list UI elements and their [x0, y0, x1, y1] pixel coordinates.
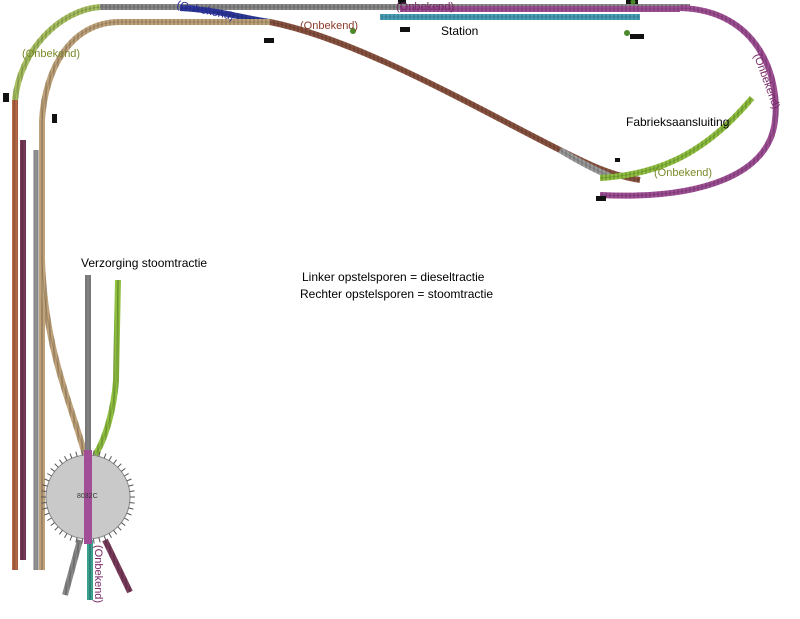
turntable-tick — [58, 459, 63, 464]
turntable-tick — [64, 533, 68, 538]
track-ties — [102, 538, 133, 594]
turntable-tick — [69, 535, 73, 541]
turntable-tick — [92, 538, 95, 544]
label-unknown-factory: (Onbekend) — [654, 167, 713, 179]
turntable-tick — [126, 478, 132, 482]
turntable-tick — [129, 501, 135, 504]
marker-block — [596, 196, 606, 201]
track-ties — [62, 539, 83, 596]
track-ties — [39, 19, 270, 121]
turntable-tick — [129, 490, 135, 493]
track-factory-siding — [599, 96, 755, 181]
signal-icon — [630, 0, 636, 5]
turntable-tick — [124, 473, 129, 477]
track-rail-center — [599, 7, 777, 197]
turntable-tick — [128, 484, 134, 487]
turntable-tick — [41, 501, 47, 504]
turntable-tick — [58, 530, 63, 535]
turntable-tick — [113, 459, 118, 464]
turntable-tick — [92, 450, 95, 456]
label-factory-siding: Fabrieksaansluiting — [626, 115, 730, 129]
turntable-tick — [42, 507, 48, 510]
turntable-tick — [50, 467, 55, 472]
note-line-1: Linker opstelsporen = dieseltractie — [302, 270, 485, 284]
marker-block — [3, 93, 9, 102]
turntable-tick — [50, 522, 55, 527]
turntable-tick — [113, 530, 118, 535]
track-ties — [92, 279, 121, 457]
marker-block — [615, 158, 620, 162]
turntable-tick — [108, 456, 112, 461]
label-unknown-top-purple: (Onbekend) — [396, 1, 455, 13]
label-station: Station — [441, 24, 479, 38]
track-rail-center — [14, 6, 101, 101]
signal-icon — [624, 30, 630, 36]
marker-block — [52, 114, 57, 123]
track-ties — [599, 96, 755, 181]
turntable-tick — [69, 453, 73, 459]
turntable-tick — [42, 484, 48, 487]
signal-icon — [350, 28, 356, 34]
turntable-tick — [103, 535, 107, 541]
turntable-tick — [121, 522, 126, 527]
track-ties — [269, 19, 641, 183]
turntable-tick — [128, 507, 134, 510]
turntable-tick — [41, 490, 47, 493]
marker-block — [630, 34, 644, 39]
turntable-tick — [98, 537, 101, 543]
track-diagonal-brown — [269, 19, 641, 183]
turntable-tick — [47, 473, 52, 477]
turntable-tick — [54, 463, 59, 468]
track-rail-center — [104, 539, 131, 593]
turntable-tick — [81, 538, 84, 544]
label-unknown-top-brown: (Onbekend) — [300, 20, 359, 32]
turntable-bridge — [84, 450, 92, 544]
track-ties — [12, 4, 101, 101]
label-unknown-turntable-s: (Onbekend) — [92, 545, 104, 604]
track-rail-center — [41, 21, 270, 121]
turntable-tick — [108, 533, 112, 538]
turntable-tick — [98, 451, 101, 457]
note-line-2: Rechter opstelsporen = stoomtractie — [300, 287, 494, 301]
label-turntable: 8032C — [77, 493, 98, 500]
track-ties — [599, 5, 779, 199]
turntable-tick — [64, 456, 68, 461]
marker-block — [264, 38, 274, 43]
turntable-ticks — [41, 450, 135, 544]
marker-block — [398, 0, 406, 4]
turntable-tick — [117, 463, 122, 468]
turntable-tick — [44, 478, 50, 482]
track-rail-center — [269, 21, 641, 181]
turntable-tick — [117, 526, 122, 531]
label-steam-depot: Verzorging stoomtractie — [81, 256, 208, 270]
marker-block — [400, 27, 410, 32]
turntable-tick — [47, 517, 52, 521]
turntable-tick — [54, 526, 59, 531]
turntable-tick — [75, 537, 78, 543]
turntable-tick — [44, 512, 50, 516]
track-rail-center — [64, 539, 81, 596]
label-unknown-left: (Onbekend) — [22, 48, 81, 60]
turntable-tick — [103, 453, 107, 459]
track-rail-center — [599, 97, 753, 179]
turntable-tick — [121, 467, 126, 472]
turntable-tick — [124, 517, 129, 521]
track-ties — [39, 259, 88, 456]
turntable-tick — [81, 450, 84, 456]
track-rail-center — [94, 279, 119, 456]
turntable-tick — [75, 451, 78, 457]
track-rail-center — [41, 259, 86, 456]
turntable-tick — [126, 512, 132, 516]
